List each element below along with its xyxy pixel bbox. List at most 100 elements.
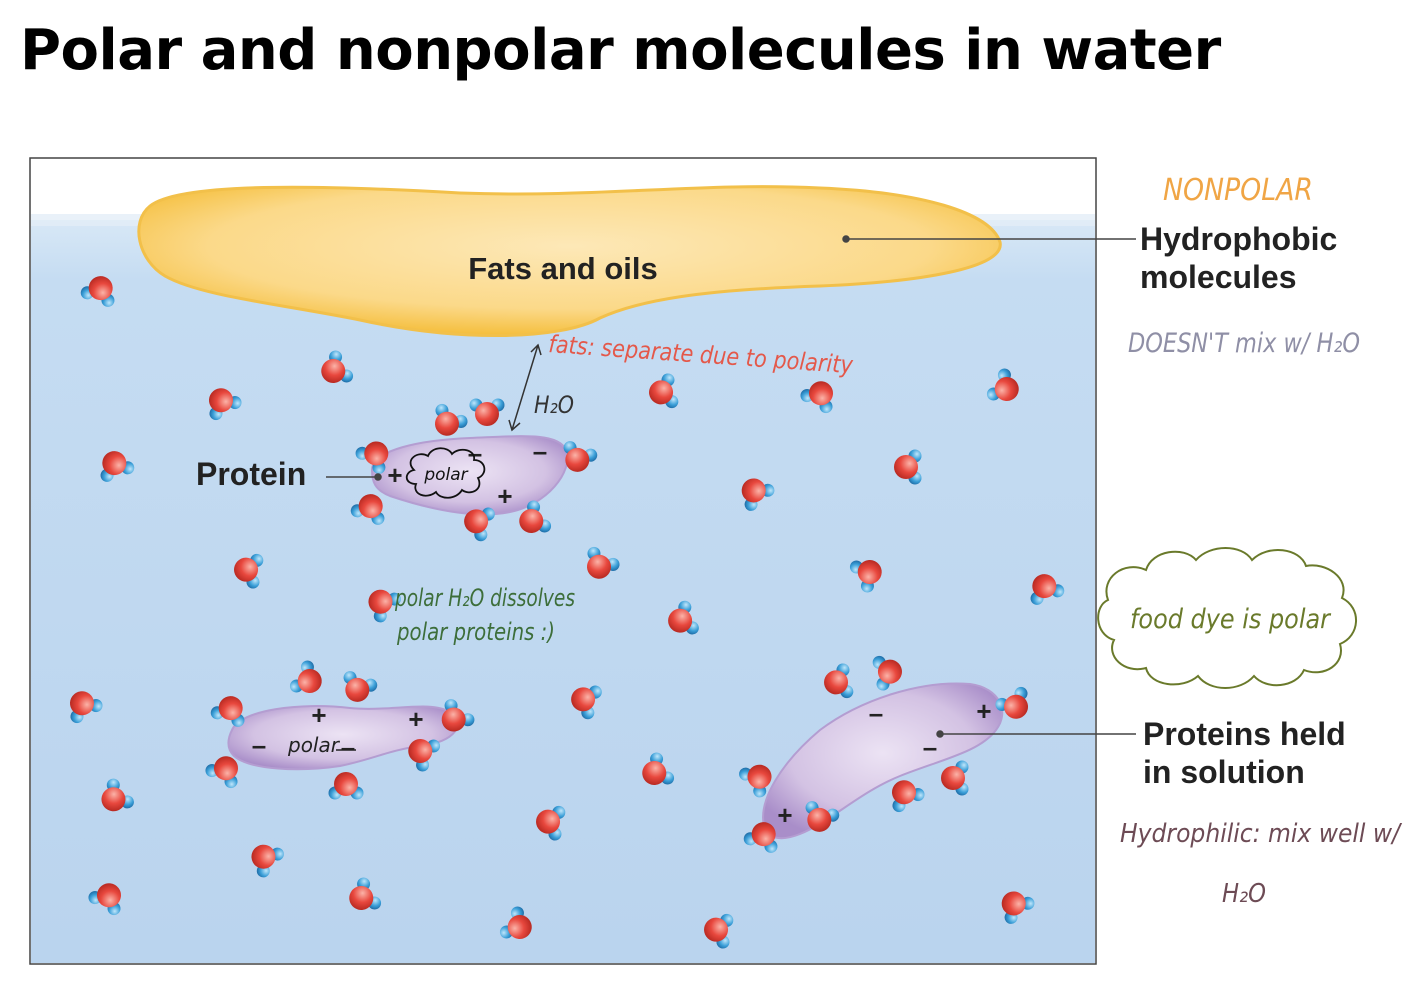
- water-molecule: [995, 686, 1028, 719]
- oxygen-atom: [101, 787, 126, 812]
- oxygen-atom: [807, 807, 832, 832]
- water-molecule: [668, 600, 699, 635]
- protein-leader-dot: [374, 473, 382, 481]
- charge-plus: +: [497, 481, 512, 511]
- annotation-polar-dissolves: polar H₂O dissolves: [394, 584, 575, 612]
- water-molecule: [649, 373, 679, 409]
- annotation-doesnt-mix: DOESN'T mix w/ H₂O: [1128, 328, 1360, 359]
- oxygen-atom: [464, 509, 489, 534]
- water-molecule: [464, 507, 495, 542]
- charge-plus: +: [408, 704, 423, 734]
- hydrophobic-label-line2: molecules: [1140, 259, 1297, 295]
- oxygen-atom: [209, 388, 233, 413]
- water-molecule: [849, 560, 882, 593]
- oxygen-atom: [565, 447, 590, 472]
- water-molecule: [1030, 574, 1065, 605]
- water-molecule: [519, 500, 552, 533]
- charge-minus: –: [341, 732, 355, 762]
- oxygen-atom: [214, 756, 238, 781]
- fats-and-oils-label: Fats and oils: [468, 251, 657, 286]
- water-molecule: [355, 441, 389, 474]
- food-dye-cloud: [1097, 547, 1357, 689]
- water-molecule: [739, 764, 772, 798]
- page-title: Polar and nonpolar molecules in water: [20, 18, 1221, 83]
- oxygen-atom: [364, 441, 389, 466]
- oxygen-atom: [536, 809, 561, 834]
- water-molecule: [571, 685, 602, 720]
- water-molecule: [872, 655, 902, 691]
- oxygen-atom: [519, 509, 544, 533]
- charge-plus: +: [777, 800, 792, 830]
- oxygen-atom: [809, 381, 833, 406]
- charge-minus: –: [252, 730, 266, 760]
- protein-charges: + + – – + + – – + + – –: [252, 436, 992, 830]
- water-molecule: [234, 553, 264, 589]
- water-molecules: [70, 276, 1065, 949]
- oxygen-atom: [857, 560, 882, 584]
- water-molecule: [642, 752, 675, 785]
- oxygen-atom: [297, 669, 322, 693]
- water-molecule: [587, 546, 620, 579]
- oxygen-atom: [218, 696, 243, 721]
- separation-arrow: [508, 343, 542, 432]
- water-molecule: [350, 494, 385, 525]
- oxygen-atom: [435, 411, 459, 436]
- water-molecule: [205, 756, 238, 789]
- water-molecule: [70, 691, 103, 724]
- water-molecule: [368, 589, 401, 623]
- hydrophobic-label: Hydrophobic: [1140, 221, 1337, 257]
- charge-minus: –: [468, 438, 482, 468]
- water-molecule: [435, 403, 468, 436]
- water-molecule: [469, 398, 505, 426]
- water-molecule: [251, 844, 284, 878]
- oxygen-atom: [571, 687, 596, 712]
- proteins-held-label: Proteins held: [1143, 716, 1346, 752]
- oxygen-atom: [408, 739, 433, 763]
- proteins-held-label-line2: in solution: [1143, 754, 1305, 790]
- oxygen-atom: [741, 478, 766, 503]
- proteins-held-leader-dot: [936, 730, 944, 738]
- water-molecule: [704, 913, 734, 949]
- oxygen-atom: [668, 608, 693, 633]
- oxygen-atom: [751, 822, 776, 847]
- leader-lines: [326, 235, 1136, 738]
- water-molecule: [805, 801, 840, 832]
- water-molecule: [741, 478, 775, 511]
- water-molecule: [289, 660, 322, 693]
- oxygen-atom: [321, 359, 346, 383]
- oxygen-atom: [747, 764, 772, 789]
- annotation-polar-proteins: polar proteins :): [396, 618, 555, 646]
- oxygen-atom: [102, 451, 127, 476]
- water-molecule: [894, 449, 922, 485]
- water-molecule: [101, 778, 134, 812]
- water-molecule: [100, 451, 135, 482]
- oxygen-atom: [892, 780, 916, 805]
- charge-minus: –: [923, 732, 937, 762]
- oxygen-atom: [587, 554, 611, 579]
- water-molecule: [343, 671, 378, 702]
- water-molecule: [80, 276, 115, 307]
- oxygen-atom: [358, 494, 383, 519]
- charge-plus: +: [387, 460, 402, 490]
- oxygen-atom: [368, 589, 393, 614]
- oxygen-atom: [994, 377, 1019, 401]
- water-molecule: [800, 381, 833, 414]
- water-molecule: [892, 780, 925, 813]
- oxygen-atom: [649, 380, 674, 405]
- annotation-food-dye: food dye is polar: [1130, 604, 1332, 635]
- protein-label: Protein: [196, 456, 306, 492]
- oxygen-atom: [507, 915, 532, 939]
- water-molecule: [328, 772, 364, 800]
- oxygen-atom: [824, 670, 849, 695]
- hydrophobic-leader-dot: [842, 235, 850, 243]
- oxygen-atom: [1004, 694, 1028, 719]
- water-molecule: [321, 350, 354, 383]
- oxygen-atom: [877, 659, 902, 684]
- fats-and-oils-blob: [137, 185, 1002, 337]
- oxygen-atom: [704, 917, 729, 942]
- water-molecule: [209, 388, 242, 421]
- oxygen-atom: [88, 276, 113, 301]
- water-molecule: [536, 805, 566, 841]
- oxygen-atom: [1032, 574, 1057, 599]
